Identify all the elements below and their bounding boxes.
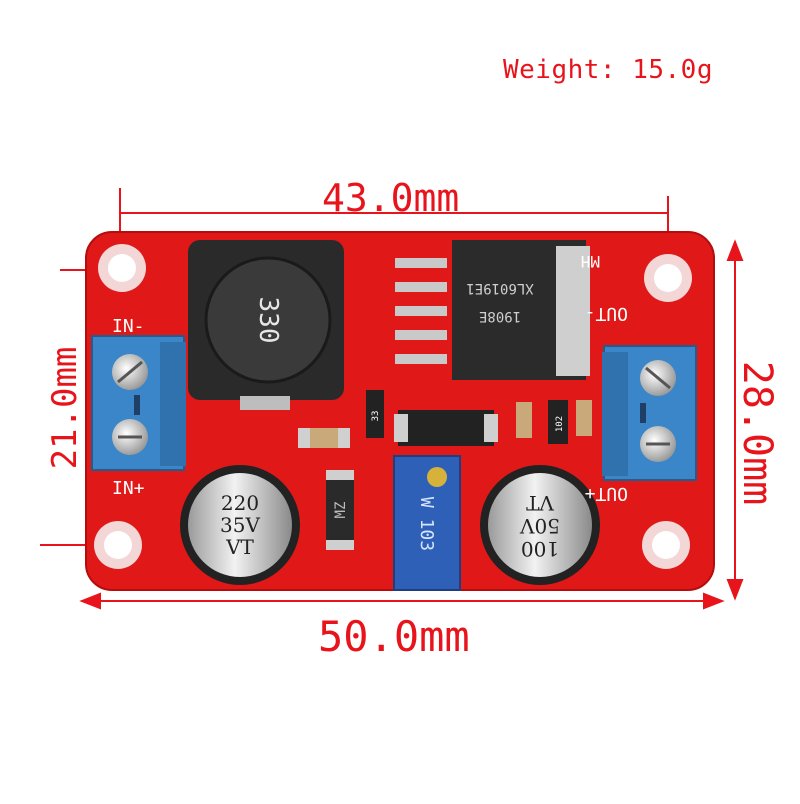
- cap-right-line3: 100: [521, 537, 559, 561]
- cap-left-line3: VT: [225, 535, 254, 559]
- capacitor-right: [480, 465, 600, 585]
- dimension-left-label: 21.0mm: [45, 346, 85, 470]
- label-out-plus: OUT+: [584, 483, 628, 504]
- potentiometer: [393, 455, 461, 591]
- cap-left-line1: 220: [221, 491, 259, 515]
- mounting-holes: [94, 244, 692, 569]
- ic-mark-line1: XL6019E1: [466, 280, 533, 296]
- label-mh: MH: [581, 252, 600, 271]
- diode-mark: MZ: [333, 502, 349, 519]
- label-in-minus: IN-: [112, 316, 145, 337]
- label-in-plus: IN+: [112, 478, 145, 499]
- dimension-lines: [40, 188, 744, 610]
- label-out-minus: OUT-: [585, 303, 628, 324]
- ic-mark-line2: 1908E: [479, 308, 521, 324]
- ic-chip: [395, 240, 590, 380]
- resistor-33-mark: 33: [371, 411, 381, 422]
- dimension-bottom-label: 50.0mm: [318, 612, 470, 661]
- weight-label: Weight: 15.0g: [503, 55, 713, 85]
- smd-components: [298, 390, 592, 550]
- dimension-top-label: 43.0mm: [322, 176, 460, 220]
- input-terminal-block: [91, 335, 186, 471]
- dimension-right-label: 28.0mm: [734, 360, 780, 506]
- pot-mark: W 103: [416, 497, 437, 551]
- capacitor-left: [180, 465, 300, 585]
- output-terminal-block: [602, 345, 697, 481]
- resistor-102-mark: 102: [555, 416, 565, 432]
- cap-right-line2: 50V: [520, 514, 560, 538]
- inductor: [188, 240, 344, 410]
- inductor-mark: 330: [253, 297, 283, 344]
- cap-right-line1: VT: [525, 491, 554, 515]
- cap-left-line2: 35V: [220, 513, 260, 537]
